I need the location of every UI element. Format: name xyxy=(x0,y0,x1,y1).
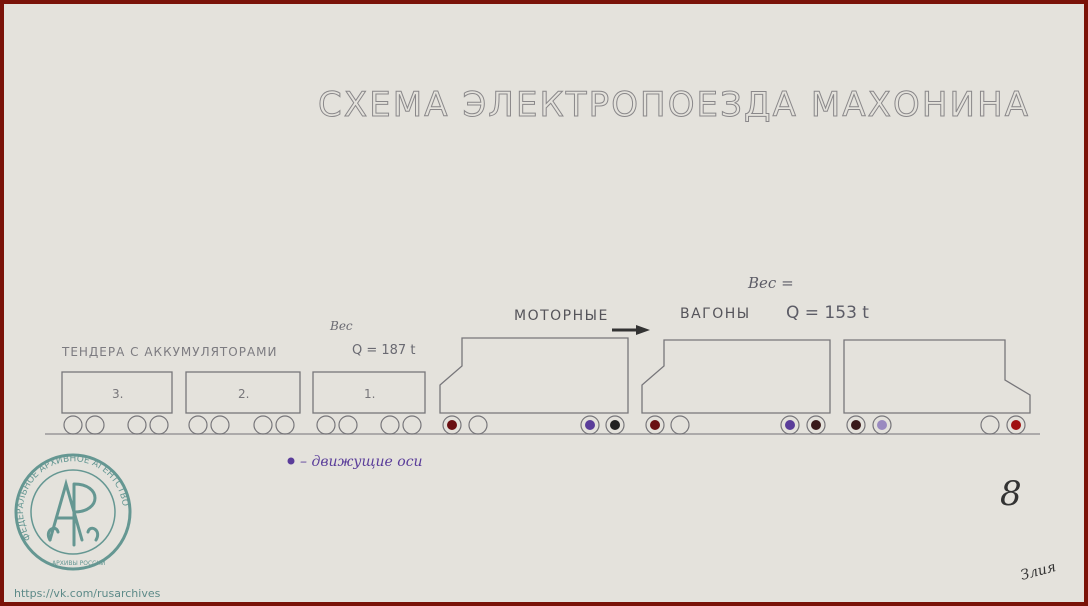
watermark-url: https://vk.com/rusarchives xyxy=(14,587,161,600)
legend-driving-axle-icon xyxy=(287,457,295,465)
wheel xyxy=(670,415,690,435)
stamp-monogram-icon xyxy=(46,478,100,547)
train-diagram: СХЕМА ЭЛЕКТРОПОЕЗДА МАХОНИНА ТЕНДЕРА С А… xyxy=(14,85,1058,601)
tender-car-2 xyxy=(185,371,301,414)
wheel xyxy=(85,415,105,435)
wheel xyxy=(127,415,147,435)
motor-cars-weight: Q = 153 t xyxy=(786,303,869,323)
driving-axle-mark xyxy=(1011,420,1021,430)
driving-wheel xyxy=(846,415,866,435)
driving-axle-mark xyxy=(811,420,821,430)
page-number: 8 xyxy=(1000,474,1022,514)
driving-wheel xyxy=(1006,415,1026,435)
tender-car-3-number: 3. xyxy=(112,387,123,401)
archival-drawing-sheet: СХЕМА ЭЛЕКТРОПОЕЗДА МАХОНИНА ТЕНДЕРА С А… xyxy=(4,4,1084,602)
motor-cars-weight-word: Вес = xyxy=(747,274,794,292)
driving-wheel xyxy=(580,415,600,435)
tender-car-1-number: 1. xyxy=(364,387,375,401)
wheel xyxy=(188,415,208,435)
stamp-bottom-text: АРХИВЫ РОССИИ xyxy=(52,560,105,567)
wheel xyxy=(980,415,1000,435)
signature: Злия xyxy=(1019,559,1058,584)
wheel xyxy=(380,415,400,435)
wheel xyxy=(338,415,358,435)
wheel xyxy=(402,415,422,435)
driving-wheel xyxy=(442,415,462,435)
tender-car-2-number: 2. xyxy=(238,387,249,401)
driving-wheel xyxy=(645,415,665,435)
driving-wheel xyxy=(780,415,800,435)
tender-car-1 xyxy=(312,371,426,414)
wheel xyxy=(468,415,488,435)
motor-cars-label-2: ВАГОНЫ xyxy=(680,306,751,322)
wheel xyxy=(210,415,230,435)
tender-car-3 xyxy=(61,371,173,414)
legend-text: – движущие оси xyxy=(300,454,423,470)
tenders-weight-word: Вес xyxy=(329,319,353,333)
motor-cars-label-1: МОТОРНЫЕ xyxy=(514,308,609,324)
motor-car-3 xyxy=(843,339,1031,414)
driving-axle-mark xyxy=(610,420,620,430)
tenders-weight: Q = 187 t xyxy=(352,343,415,358)
driving-wheel xyxy=(605,415,625,435)
wheel xyxy=(63,415,83,435)
driving-axle-mark xyxy=(650,420,660,430)
driving-axle-mark xyxy=(877,420,887,430)
driving-axle-mark xyxy=(447,420,457,430)
wheel xyxy=(149,415,169,435)
driving-axle-mark xyxy=(851,420,861,430)
driving-wheel xyxy=(872,415,892,435)
tenders-label: ТЕНДЕРА С АККУМУЛЯТОРАМИ xyxy=(61,345,277,359)
wheel xyxy=(316,415,336,435)
driving-axle-mark xyxy=(585,420,595,430)
direction-arrowhead-icon xyxy=(636,325,650,335)
wheel xyxy=(253,415,273,435)
motor-car-1 xyxy=(439,337,629,414)
motor-car-2 xyxy=(641,339,831,414)
driving-wheel xyxy=(806,415,826,435)
driving-axle-mark xyxy=(785,420,795,430)
wheel xyxy=(275,415,295,435)
wheels-group xyxy=(63,415,1026,435)
archive-stamp: ФЕДЕРАЛЬНОЕ АРХИВНОЕ АГЕНТСТВО АРХИВЫ РО… xyxy=(14,453,132,571)
diagram-title: СХЕМА ЭЛЕКТРОПОЕЗДА МАХОНИНА xyxy=(318,85,1028,125)
